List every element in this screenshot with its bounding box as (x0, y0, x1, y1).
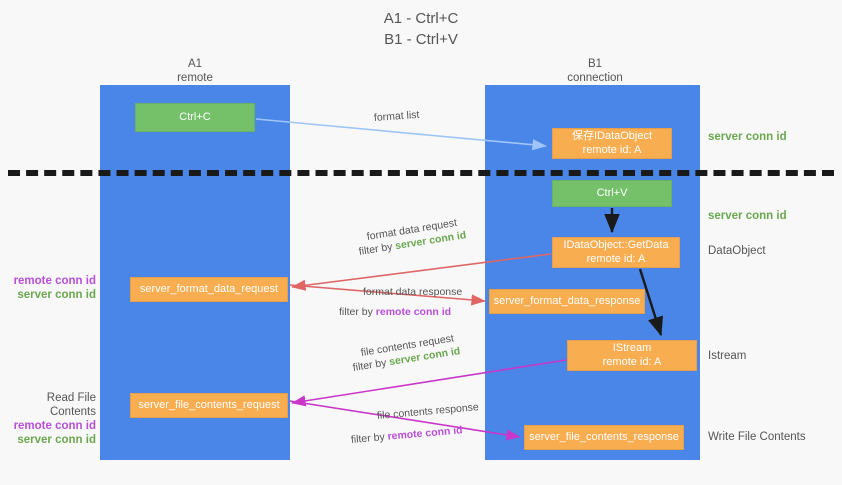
annotation-server-conn-id-top: server conn id (708, 131, 787, 143)
annotation-server-conn-id: server conn id (17, 289, 96, 301)
node-ctrl-v[interactable]: Ctrl+V (552, 180, 672, 207)
filter-prefix: filter by (350, 430, 389, 446)
filter-prefix: filter by (339, 306, 376, 318)
filter-prefix: filter by (351, 356, 391, 374)
edge-label-format-data-response: format data response (363, 286, 463, 298)
edge-label-format-list: format list (373, 108, 420, 124)
node-server-file-contents-response[interactable]: server_file_contents_response (524, 425, 684, 450)
node-save-idataobject[interactable]: 保存IDataObject remote id: A (552, 128, 672, 159)
annotation-remote-conn-id: remote conn id (13, 420, 96, 432)
page-title: A1 - Ctrl+C B1 - Ctrl+V (383, 10, 459, 48)
node-istream[interactable]: IStream remote id: A (567, 340, 697, 371)
column-header-a1: A1 remote (177, 58, 213, 84)
node-idataobject-getdata[interactable]: IDataObject::GetData remote id: A (552, 237, 680, 268)
annotation-write-file-contents: Write File Contents (708, 431, 806, 443)
annotation-left-conn-ids-2: Read File Contents remote conn id server… (0, 391, 96, 447)
annotation-server-conn-id-second: server conn id (708, 210, 787, 222)
node-server-format-data-request[interactable]: server_format_data_request (130, 277, 288, 302)
annotation-read-file-contents: Read File Contents (46, 392, 96, 418)
annotation-remote-conn-id: remote conn id (13, 275, 96, 287)
node-server-format-data-response[interactable]: server_format_data_response (489, 289, 645, 314)
filter-key-remote-conn-id: remote conn id (387, 424, 464, 443)
node-server-file-contents-request[interactable]: server_file_contents_request (130, 393, 288, 418)
annotation-server-conn-id: server conn id (17, 434, 96, 446)
annotation-left-conn-ids-1: remote conn id server conn id (0, 274, 96, 302)
annotation-dataobject: DataObject (708, 245, 766, 257)
edge-label-format-data-response-filter: filter by remote conn id (339, 305, 451, 320)
filter-prefix: filter by (357, 240, 397, 258)
filter-key-remote-conn-id: remote conn id (375, 306, 452, 318)
column-header-b1: B1 connection (567, 58, 623, 84)
phase-divider (8, 170, 834, 176)
edge-label-file-contents-response-filter: filter by remote conn id (350, 423, 463, 448)
node-ctrl-c[interactable]: Ctrl+C (135, 103, 255, 132)
annotation-istream: Istream (708, 350, 747, 362)
edge-label-file-contents-response: file contents response (376, 401, 480, 422)
